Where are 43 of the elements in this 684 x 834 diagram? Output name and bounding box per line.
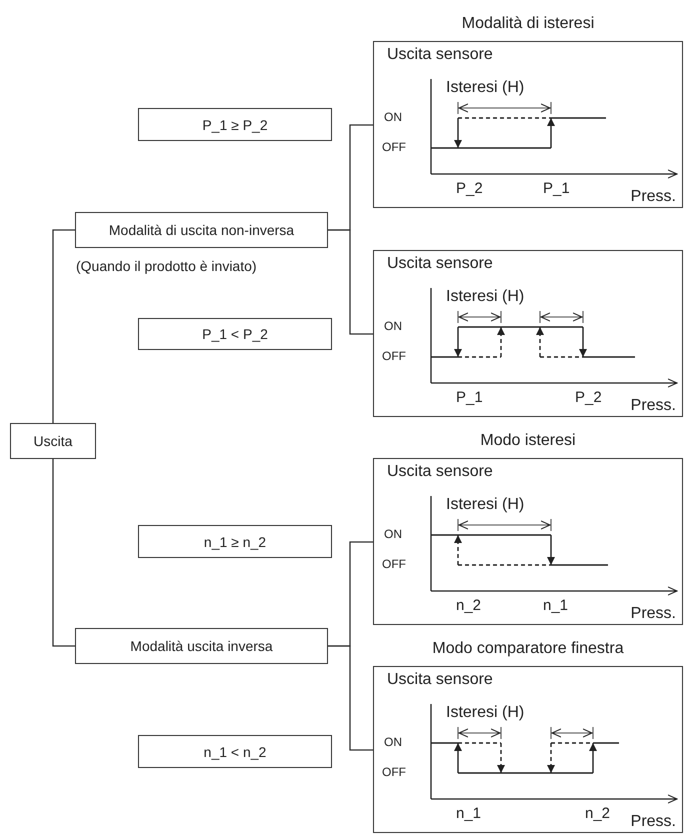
level-label: ON (384, 527, 402, 541)
note-text: (Quando il prodotto è inviato) (76, 258, 257, 274)
dimension-label: Isteresi (H) (446, 79, 524, 97)
process-box: P_1 < P_2 (138, 318, 332, 350)
level-label: OFF (382, 765, 406, 779)
axis-label: Press. (630, 605, 676, 623)
axis-tick-label: n_2 (585, 805, 610, 822)
process-box: Modalità di uscita non-inversa (75, 212, 328, 248)
axis-label: Press. (630, 188, 676, 206)
connector-line (52, 229, 75, 423)
process-box: Modalità uscita inversa (75, 628, 328, 664)
axis-label: Press. (630, 813, 676, 831)
process-box: n_1 ≥ n_2 (138, 525, 332, 558)
process-box: P_1 ≥ P_2 (138, 108, 332, 141)
connector-line (52, 459, 75, 647)
axis-tick-label: n_2 (456, 597, 482, 614)
axis-tick-label: P_2 (575, 389, 602, 406)
panel-heading: Uscita sensore (387, 671, 493, 689)
panel-title: Modalità di isteresi (460, 15, 596, 33)
axis-tick-label: P_1 (543, 180, 570, 197)
panel-title: Modo comparatore finestra (431, 640, 625, 658)
dimension-label: Isteresi (H) (446, 704, 524, 722)
panel-heading: Uscita sensore (387, 46, 493, 64)
level-label: ON (384, 735, 402, 749)
level-label: OFF (382, 140, 406, 154)
level-label: OFF (382, 557, 406, 571)
level-label: OFF (382, 349, 406, 363)
axis-tick-label: P_2 (456, 180, 483, 197)
level-label: ON (384, 319, 402, 333)
dimension-label: Isteresi (H) (446, 496, 524, 514)
axis-tick-label: P_1 (456, 389, 483, 406)
connector-line (328, 645, 373, 751)
panel-heading: Uscita sensore (387, 463, 493, 481)
dimension-label: Isteresi (H) (446, 288, 524, 306)
axis-tick-label: n_1 (543, 597, 568, 614)
axis-tick-label: n_1 (456, 805, 482, 822)
process-box: n_1 < n_2 (138, 735, 332, 768)
panel-title: Modo isteresi (479, 432, 577, 450)
connector-line (328, 229, 373, 335)
process-box: Uscita (10, 423, 96, 459)
axis-label: Press. (630, 397, 676, 415)
panel-heading: Uscita sensore (387, 255, 493, 273)
level-label: ON (384, 110, 402, 124)
